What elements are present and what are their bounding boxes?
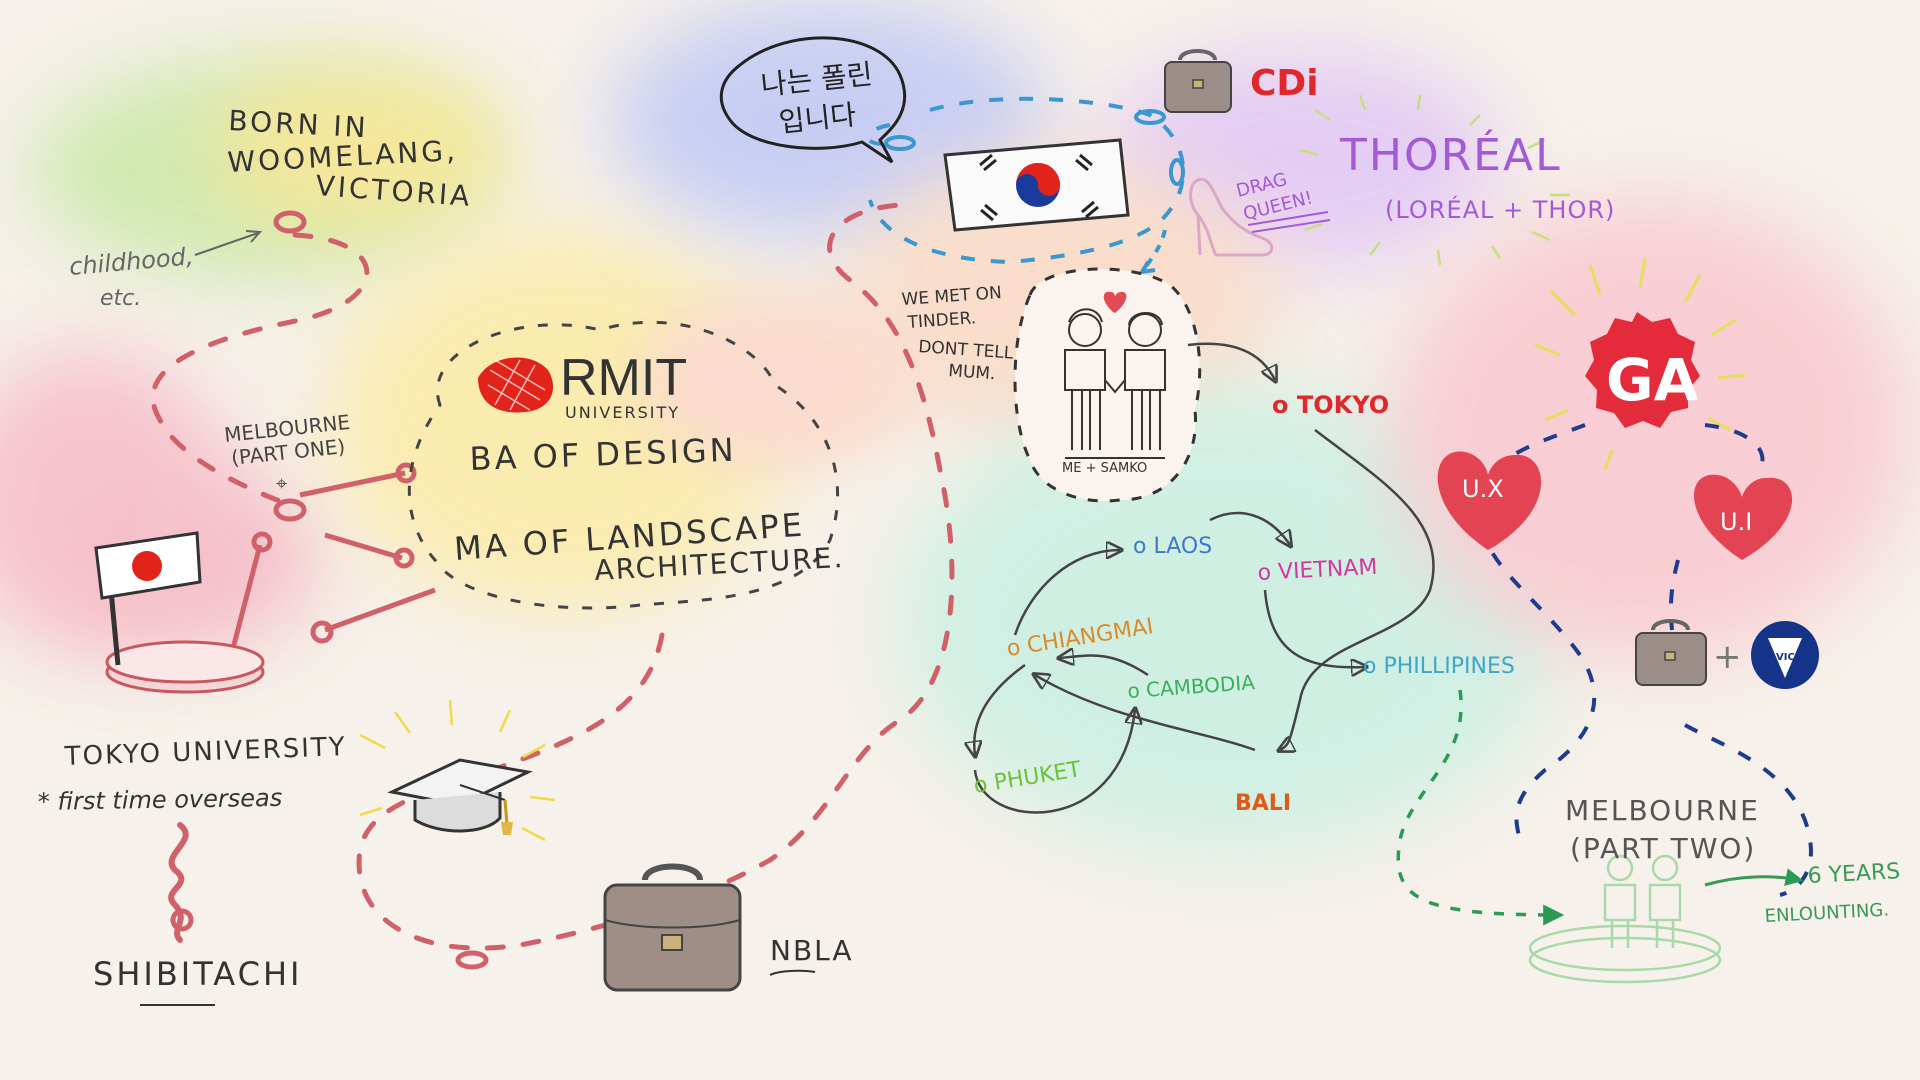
vic-logo-icon xyxy=(1751,621,1819,689)
thoreal-title: THORÉAL xyxy=(1339,128,1562,181)
rmit-thought-cloud xyxy=(407,320,839,610)
cdi-label: CDi xyxy=(1250,63,1319,104)
travel-bali: BALI xyxy=(1235,791,1291,816)
red-journey-trail xyxy=(150,202,955,951)
rmit-connectors xyxy=(227,462,436,661)
born-line1: BORN IN xyxy=(228,104,370,144)
tinder-line2: TINDER. xyxy=(906,308,977,333)
travel-laos: o LAOS xyxy=(1133,534,1212,559)
high-heel-icon xyxy=(1189,177,1274,257)
melbourne-two-sketch xyxy=(1528,854,1722,984)
plus-sign: + xyxy=(1713,637,1742,677)
tinder-cloud xyxy=(1013,267,1202,503)
tokyo-note: * first time overseas xyxy=(38,784,283,816)
travel-routes xyxy=(974,342,1435,814)
rmit-logo-sub: UNIVERSITY xyxy=(565,403,680,422)
travel-tokyo: o TOKYO xyxy=(1272,391,1389,419)
korea-flag-icon xyxy=(943,138,1130,232)
heart-icon xyxy=(1103,291,1127,313)
squiggle-connector xyxy=(140,822,215,1006)
speech-line2: 입니다 xyxy=(777,98,857,139)
ga-logo-icon xyxy=(1534,257,1746,471)
thoreal-sparkles xyxy=(1299,94,1570,266)
heart-ux-icon xyxy=(1437,451,1542,550)
tinder-line4: MUM. xyxy=(948,361,996,384)
nbla-label: NBLA xyxy=(770,934,854,967)
speech-bubble xyxy=(719,36,907,164)
travel-philippines: o PHILLIPINES xyxy=(1363,654,1515,679)
japan-flag-icon xyxy=(94,531,265,694)
briefcase-icon xyxy=(603,863,816,992)
graduation-cap-icon xyxy=(359,699,556,842)
briefcase-icon xyxy=(1164,49,1232,113)
melbourne-two-line2: (PART TWO) xyxy=(1570,832,1756,865)
ga-logo-text: GA xyxy=(1606,346,1699,414)
drag-underline xyxy=(1247,211,1331,233)
heart-ui-icon xyxy=(1694,474,1793,560)
couple-icon xyxy=(1064,308,1166,459)
shibitachi: SHIBITACHI xyxy=(93,955,302,993)
ux-label: U.X xyxy=(1462,475,1504,503)
melbourne-two-line1: MELBOURNE xyxy=(1565,794,1760,827)
ui-label: U.I xyxy=(1720,508,1752,536)
thoreal-sub: (LORÉAL + THOR) xyxy=(1385,195,1615,224)
childhood-line2: etc. xyxy=(100,286,141,311)
red-trail-nodes xyxy=(273,210,489,970)
childhood-line1: childhood, xyxy=(68,242,194,281)
briefcase-icon xyxy=(1635,619,1707,686)
map-pin-icon: ⌖ xyxy=(276,471,287,495)
years-line2: ENLOUNTING. xyxy=(1764,900,1889,927)
rmit-logo-text: RMIT xyxy=(560,349,687,407)
childhood-arrow xyxy=(194,230,263,256)
korea-loop xyxy=(866,96,1186,275)
couple-caption: ME + SAMKO xyxy=(1062,461,1147,476)
years-line1: 6 YEARS xyxy=(1807,859,1901,889)
vic-label: VIC xyxy=(1776,652,1795,663)
years-arrow xyxy=(1704,868,1804,887)
tokyo-university: TOKYO UNIVERSITY xyxy=(63,732,347,772)
rmit-logo-icon xyxy=(478,357,554,413)
degree-ba: BA OF DESIGN xyxy=(469,431,737,478)
